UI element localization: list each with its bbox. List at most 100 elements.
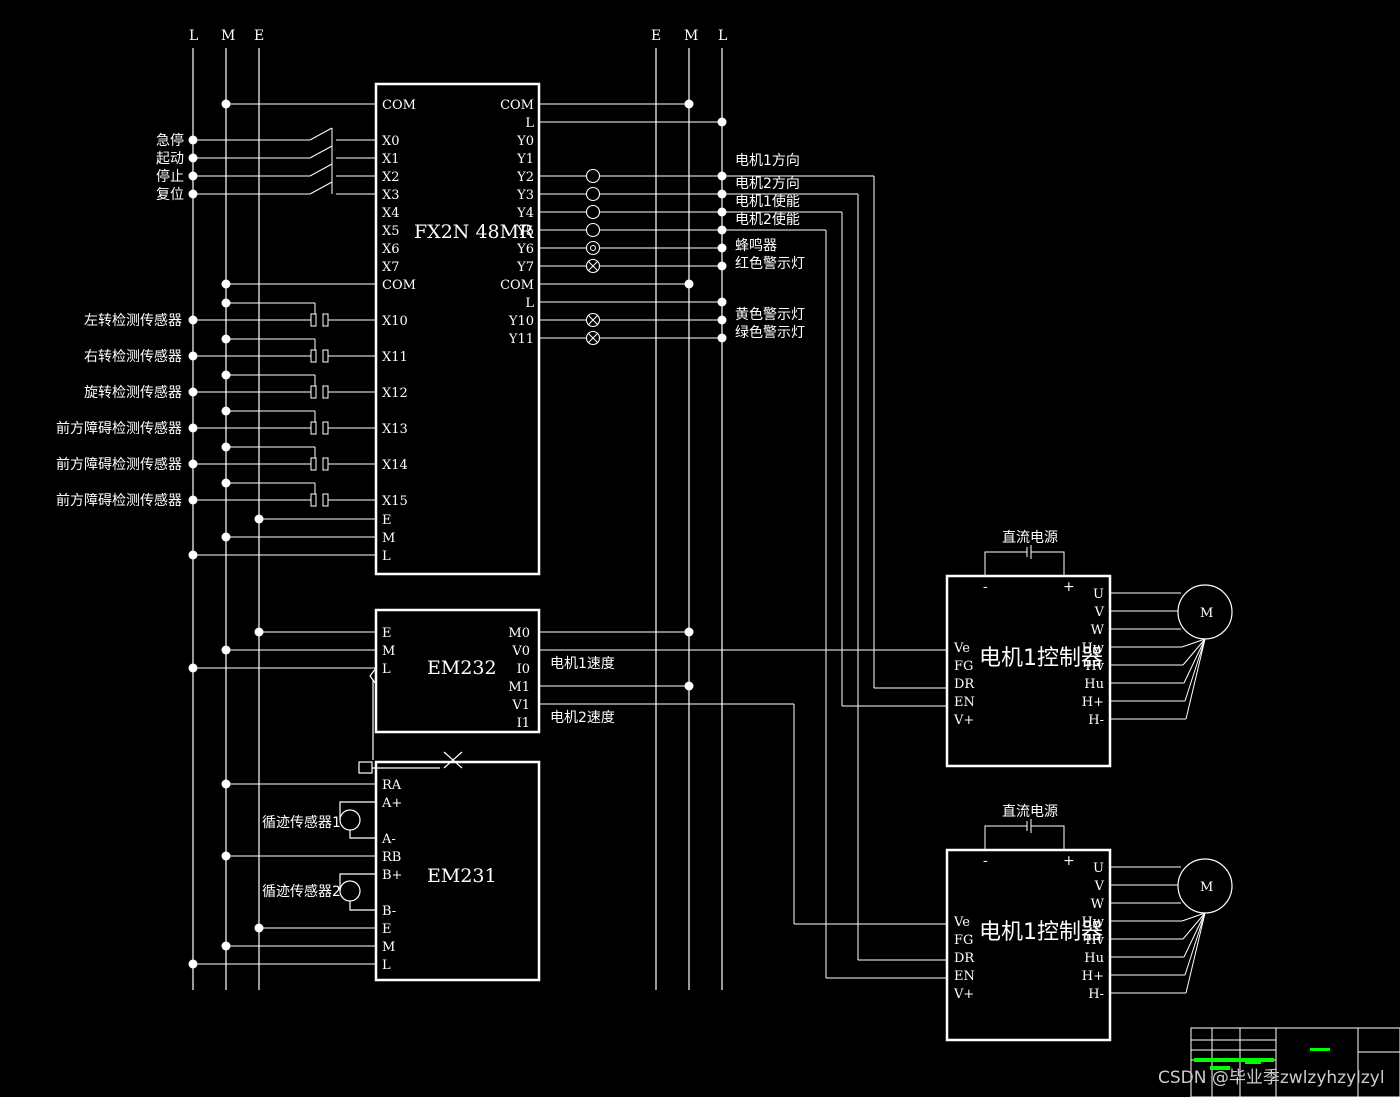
plc-terminal-left-9: COM bbox=[382, 278, 416, 293]
plc-terminal-left-18: L bbox=[382, 549, 391, 564]
plc-terminal-left-7: X6 bbox=[382, 242, 400, 257]
controller-terminal-left-3: EN bbox=[954, 695, 975, 710]
controller-terminal-left-0: Ve bbox=[953, 915, 970, 930]
junction-dot bbox=[188, 959, 198, 969]
plc-terminal-right-12: Y10 bbox=[508, 314, 534, 329]
controller-terminal-left-1: FG bbox=[954, 659, 973, 674]
output-terminal-dot bbox=[717, 189, 727, 199]
em232-terminal-right-4: V1 bbox=[511, 698, 530, 713]
plc-terminal-left-11: X11 bbox=[382, 350, 408, 365]
bus-left-label-L: L bbox=[189, 28, 198, 44]
title-block-accents bbox=[1194, 1048, 1330, 1070]
bus-right-label-M: M bbox=[684, 28, 698, 44]
controller-terminal-right-7: H- bbox=[1088, 713, 1104, 728]
junction-dot bbox=[684, 681, 694, 691]
output-terminal-dot bbox=[717, 261, 727, 271]
controller-terminal-left-2: DR bbox=[954, 677, 975, 692]
plc-terminal-left-4: X3 bbox=[382, 188, 400, 203]
em231-terminal-left-8: L bbox=[382, 958, 391, 973]
em231-box bbox=[374, 760, 541, 982]
junction-dot bbox=[221, 334, 231, 344]
power-supply-label: 直流电源 bbox=[1002, 529, 1058, 546]
plc-terminal-left-15: X15 bbox=[382, 494, 408, 509]
controller-terminal-left-0: Ve bbox=[953, 641, 970, 656]
plc-title: FX2N 48MR bbox=[414, 221, 534, 243]
controller-terminal-right-5: Hu bbox=[1084, 677, 1104, 692]
output-terminal-dot bbox=[717, 243, 727, 253]
bus-right-label-E: E bbox=[651, 28, 661, 44]
junction-dot bbox=[717, 117, 727, 127]
polarity-minus: - bbox=[983, 853, 988, 869]
output-terminal-dot bbox=[717, 333, 727, 343]
plc-terminal-left-13: X13 bbox=[382, 422, 408, 437]
plc-terminal-right-13: Y11 bbox=[508, 332, 534, 347]
junction-dot bbox=[684, 99, 694, 109]
em232-title: EM232 bbox=[427, 657, 497, 679]
controller-box bbox=[945, 848, 1112, 1042]
junction-dot bbox=[221, 851, 231, 861]
right-bus bbox=[655, 48, 723, 990]
plc-terminal-left-17: M bbox=[382, 531, 395, 546]
switch-label-3: 复位 bbox=[156, 186, 184, 203]
output-terminal-dot bbox=[717, 171, 727, 181]
sensor-terminal-dot bbox=[188, 495, 198, 505]
em231-terminal-left-6: E bbox=[382, 922, 392, 937]
junction-dot bbox=[221, 645, 231, 655]
em232-terminal-right-0: M0 bbox=[508, 626, 530, 641]
em231-terminal-left-2: A- bbox=[381, 832, 396, 847]
output-label-1: 电机2方向 bbox=[735, 176, 800, 192]
em232-terminal-right-2: I0 bbox=[517, 662, 530, 677]
controller-title: 电机1控制器 bbox=[979, 646, 1103, 671]
output-terminal-dot bbox=[717, 225, 727, 235]
controller-terminal-right-3: Hw bbox=[1082, 915, 1104, 930]
output-label-3: 电机2使能 bbox=[735, 211, 800, 228]
plc-terminal-left-5: X4 bbox=[382, 206, 400, 221]
sensor-terminal-dot bbox=[188, 423, 198, 433]
speed-label-1: 电机1速度 bbox=[550, 656, 615, 672]
bus-right-label-L: L bbox=[718, 28, 727, 44]
output-label-2: 电机1使能 bbox=[735, 193, 800, 210]
sensor-label-3: 前方障碍检测传感器 bbox=[56, 420, 182, 437]
plc-terminal-left-12: X12 bbox=[382, 386, 408, 401]
controller-terminal-right-6: H+ bbox=[1082, 969, 1104, 984]
junction-dot bbox=[221, 99, 231, 109]
sensor-label-0: 左转检测传感器 bbox=[84, 312, 182, 329]
track-sensor-symbols bbox=[339, 667, 463, 911]
switch-terminal-dot bbox=[188, 189, 198, 199]
em232-terminal-right-3: M1 bbox=[508, 680, 530, 695]
output-label-7: 绿色警示灯 bbox=[735, 324, 805, 341]
em231-terminal-left-3: RB bbox=[382, 850, 401, 865]
junction-dot bbox=[221, 941, 231, 951]
controller-terminal-right-1: V bbox=[1094, 879, 1105, 894]
output-label-6: 黄色警示灯 bbox=[735, 306, 805, 323]
switch-terminal-dot bbox=[188, 171, 198, 181]
junction-dot bbox=[221, 406, 231, 416]
controller-terminal-right-4: Hv bbox=[1085, 659, 1104, 674]
em231-terminal-left-5: B- bbox=[382, 904, 396, 919]
speed-label-2: 电机2速度 bbox=[550, 710, 615, 726]
controller-terminal-left-1: FG bbox=[954, 933, 973, 948]
plc-terminal-right-5: Y3 bbox=[516, 188, 534, 203]
em232-terminal-left-1: M bbox=[382, 644, 395, 659]
em231-terminal-left-7: M bbox=[382, 940, 395, 955]
polarity-minus: - bbox=[983, 579, 988, 595]
output-load-icon bbox=[585, 204, 601, 220]
plc-terminal-right-7: Y5 bbox=[516, 224, 534, 239]
controller-terminal-left-4: V+ bbox=[953, 987, 974, 1002]
controller-terminal-right-4: Hv bbox=[1085, 933, 1104, 948]
junction-dot bbox=[221, 442, 231, 452]
plc-terminal-right-8: Y6 bbox=[516, 242, 534, 257]
junction-dot bbox=[221, 478, 231, 488]
junction-dot bbox=[254, 514, 264, 524]
polarity-plus: + bbox=[1063, 579, 1075, 595]
plc-box bbox=[374, 82, 541, 576]
plc-terminal-left-8: X7 bbox=[382, 260, 400, 275]
em232-terminal-left-2: L bbox=[382, 662, 391, 677]
output-label-4: 蜂鸣器 bbox=[735, 237, 777, 254]
controller-box bbox=[945, 574, 1112, 768]
junction-dot bbox=[717, 297, 727, 307]
output-terminal-dot bbox=[717, 315, 727, 325]
plc-terminal-right-4: Y2 bbox=[516, 170, 534, 185]
junction-dot bbox=[684, 627, 694, 637]
controller-terminal-right-5: Hu bbox=[1084, 951, 1104, 966]
